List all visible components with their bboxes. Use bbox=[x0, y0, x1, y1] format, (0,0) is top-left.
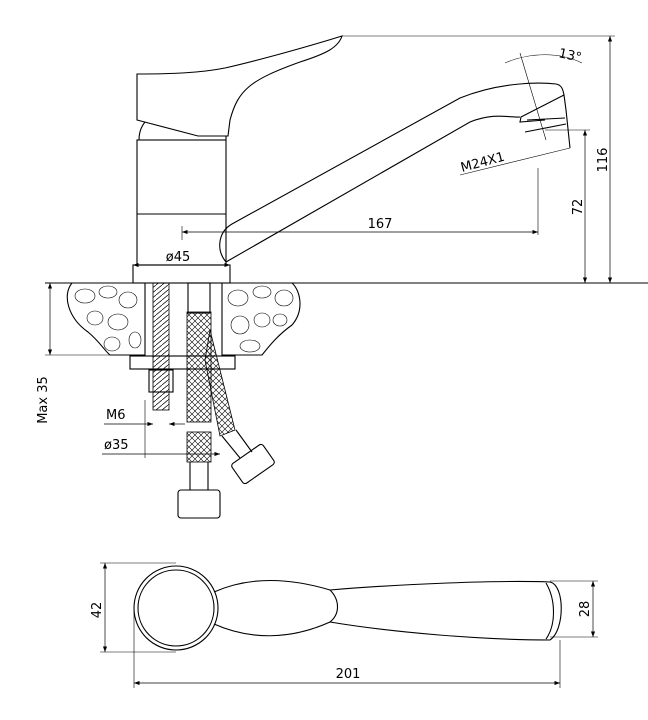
max-thickness-label: Max 35 bbox=[36, 376, 51, 424]
hose-fitting-lower bbox=[189, 462, 209, 490]
handle-edge bbox=[329, 589, 339, 623]
stud-nut bbox=[148, 369, 174, 393]
mounting-plate bbox=[129, 355, 236, 370]
base-diameter-label: ø45 bbox=[166, 250, 191, 265]
angle-dim-lines bbox=[504, 52, 583, 141]
total-height-label: 116 bbox=[596, 148, 611, 173]
hose-nut bbox=[177, 489, 221, 519]
spout-end bbox=[545, 582, 555, 640]
stone-texture bbox=[74, 285, 294, 353]
spout-top bbox=[213, 579, 562, 641]
mounting-stud bbox=[152, 282, 170, 411]
handle-lever bbox=[136, 35, 343, 137]
countertop-right bbox=[221, 282, 301, 356]
spout bbox=[219, 82, 571, 263]
hose-fitting bbox=[187, 282, 211, 314]
handle-base bbox=[138, 121, 227, 141]
spout-height-label: 72 bbox=[571, 199, 586, 216]
spout-angle-label: 13° bbox=[557, 46, 583, 65]
spout-reach-label: 167 bbox=[368, 217, 393, 232]
head-width-label: 42 bbox=[90, 602, 105, 619]
thread-dim-line bbox=[459, 147, 571, 176]
aerator-thread-label: M24X1 bbox=[459, 150, 506, 176]
spout-width-label: 28 bbox=[578, 601, 593, 618]
total-length-label: 201 bbox=[336, 667, 361, 682]
body-column bbox=[136, 139, 227, 266]
hole-diameter-label: ø35 bbox=[104, 438, 129, 453]
top-view: 42 28 201 bbox=[90, 562, 598, 688]
hose-angled bbox=[204, 329, 236, 437]
hose-angled-fitting bbox=[221, 429, 253, 459]
hose-angled-nut bbox=[231, 443, 275, 485]
base-plate bbox=[132, 264, 231, 284]
installation-section: Max 35 M6 ø35 bbox=[36, 282, 301, 519]
head-inner-circle bbox=[137, 569, 215, 647]
side-view: 167 ø45 72 116 13° M24X1 bbox=[45, 35, 648, 284]
hose-straight-lower bbox=[186, 431, 212, 463]
stud-thread-label: M6 bbox=[106, 408, 126, 423]
head-circle bbox=[133, 565, 219, 651]
